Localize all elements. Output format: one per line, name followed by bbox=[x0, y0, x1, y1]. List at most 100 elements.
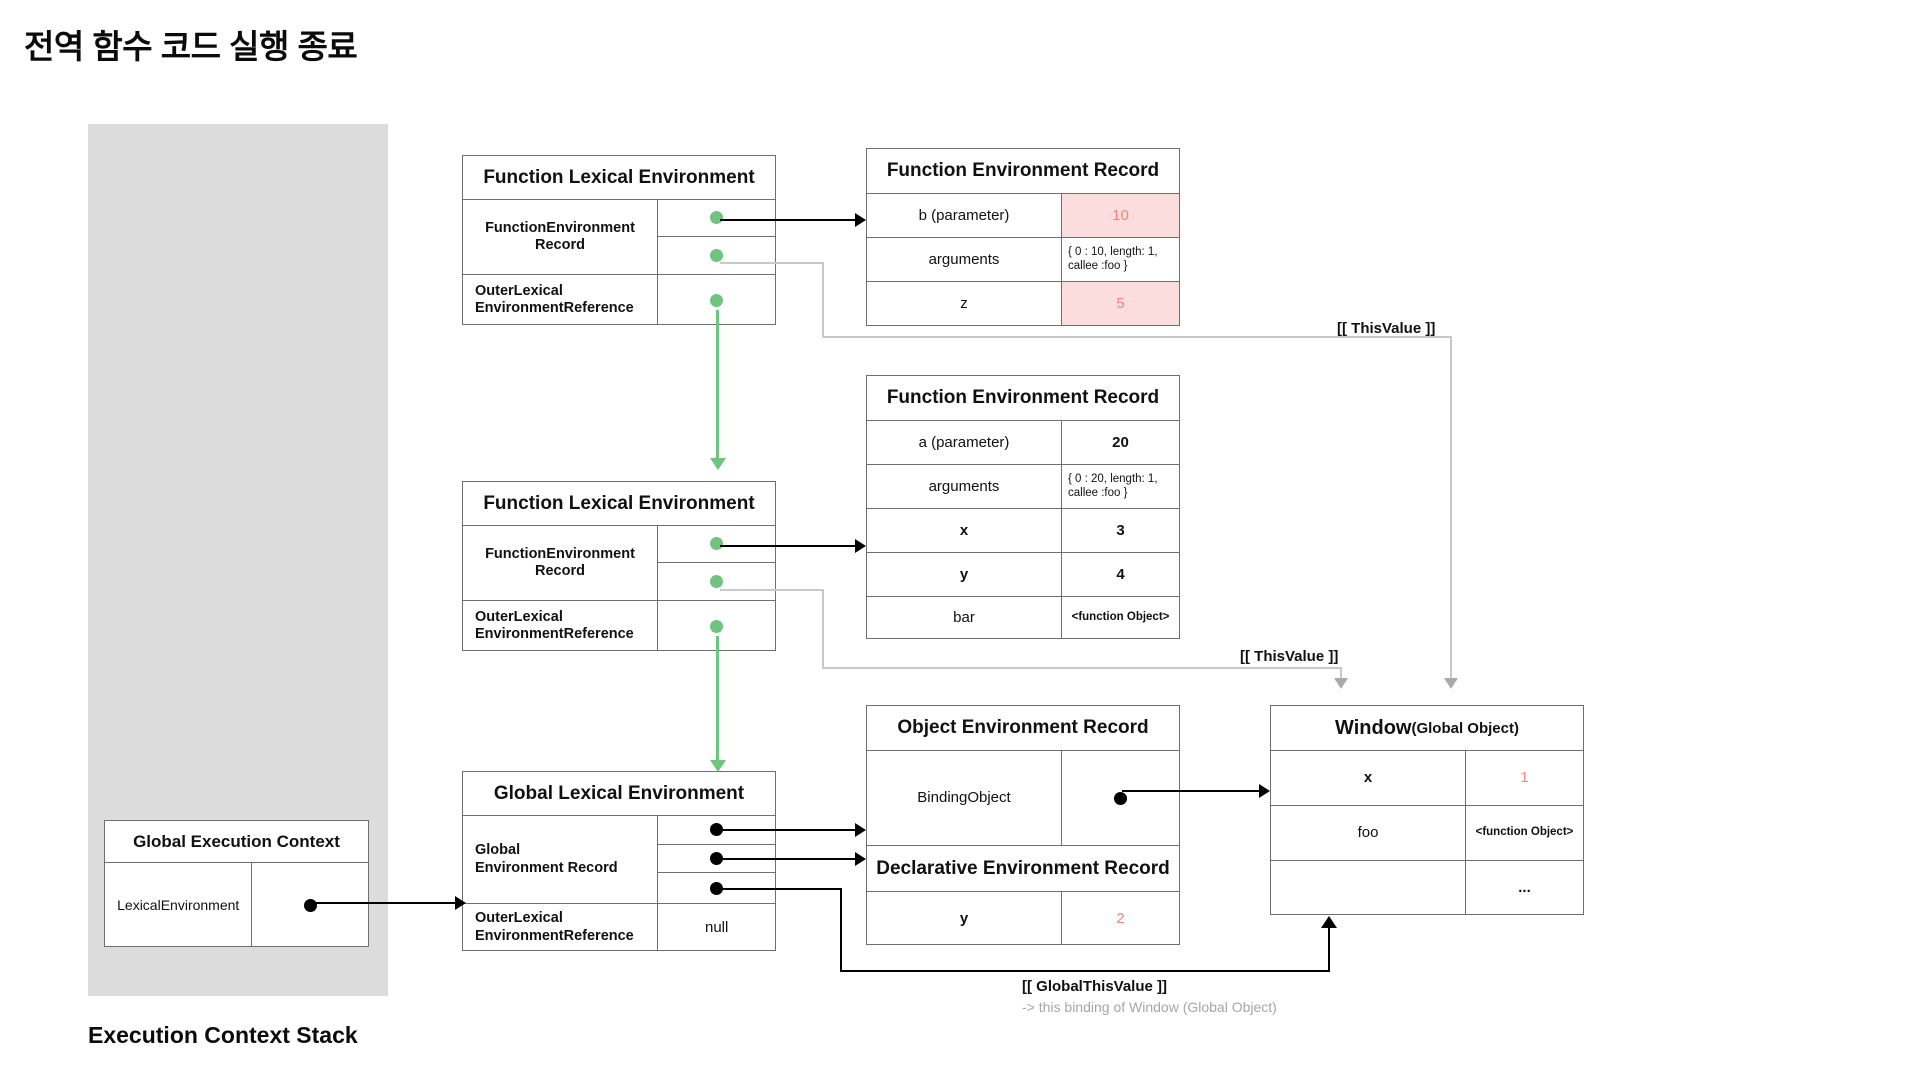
fle1-record-pointer-cell-1[interactable] bbox=[658, 200, 775, 237]
thisvalue-label-top: [[ ThisValue ]] bbox=[1337, 320, 1436, 337]
connector-gle-to-oer bbox=[720, 829, 856, 831]
function-environment-record-1: Function Environment Record b (parameter… bbox=[866, 148, 1180, 326]
window-header: Window(Global Object) bbox=[1271, 706, 1583, 751]
window-key-x: x bbox=[1271, 751, 1466, 805]
pointer-dot-green bbox=[710, 619, 724, 633]
fer1-args-line1: { 0 : 10, length: 1, bbox=[1068, 245, 1158, 258]
fle1-row-label-outer: OuterLexical EnvironmentReference bbox=[463, 275, 659, 325]
connector-gec-to-gle bbox=[310, 902, 456, 904]
pointer-dot-black bbox=[303, 898, 317, 912]
gec-lexicalenvironment-pointer-cell[interactable] bbox=[252, 863, 368, 947]
gle-outer-line2: EnvironmentReference bbox=[475, 927, 634, 944]
der-value-y: 2 bbox=[1116, 909, 1125, 927]
pointer-dot-green bbox=[710, 293, 724, 307]
gle-record-pointer-cell-3[interactable] bbox=[658, 873, 775, 903]
fle1-outer-line2: EnvironmentReference bbox=[475, 300, 634, 316]
fle2-outer-line1: OuterLexical bbox=[475, 608, 563, 625]
gle-header: Global Lexical Environment bbox=[463, 772, 775, 816]
connector-fle1-to-fer1 bbox=[720, 219, 856, 221]
fer2-value-arguments: { 0 : 20, length: 1, callee :foo } bbox=[1062, 465, 1179, 508]
pointer-dot-green bbox=[710, 574, 723, 588]
pointer-dot-green bbox=[710, 537, 723, 551]
globalthisvalue-v2 bbox=[1328, 928, 1330, 972]
der-key-y: y bbox=[867, 892, 1062, 945]
thisvalue-line-1-v2 bbox=[1450, 336, 1452, 679]
connector-gle-to-der bbox=[720, 858, 856, 860]
der-header: Declarative Environment Record bbox=[867, 846, 1179, 892]
arrowhead-fle2-to-fer2 bbox=[855, 539, 866, 553]
fer2-key-x: x bbox=[867, 509, 1062, 552]
globalthisvalue-label: [[ GlobalThisValue ]] bbox=[1022, 978, 1168, 995]
fer2-args-line2: callee :foo } bbox=[1068, 486, 1128, 499]
fer2-args-line1: { 0 : 20, length: 1, bbox=[1068, 472, 1158, 485]
declarative-environment-record: Declarative Environment Record y 2 bbox=[866, 845, 1180, 945]
gle-record-line1: Global bbox=[475, 842, 521, 859]
arrowhead-gle-to-der bbox=[855, 852, 866, 866]
thisvalue-label-mid: [[ ThisValue ]] bbox=[1240, 648, 1339, 665]
pointer-dot-black bbox=[1114, 791, 1127, 805]
connector-oer-to-window bbox=[1122, 790, 1260, 792]
fle1-record-line2: Record bbox=[535, 237, 585, 253]
globalthisvalue-v1 bbox=[840, 888, 842, 972]
outer-ref-green-line-1 bbox=[716, 310, 719, 460]
fle1-outer-pointer-cell[interactable] bbox=[658, 275, 775, 325]
globalthisvalue-h1 bbox=[720, 888, 842, 890]
window-value-ellipsis: ... bbox=[1518, 879, 1531, 896]
fle2-row-label-outer: OuterLexical EnvironmentReference bbox=[463, 601, 659, 651]
fle1-row-label-record: FunctionEnvironment Record bbox=[463, 200, 658, 274]
thisvalue-line-2-h2 bbox=[822, 667, 1342, 669]
thisvalue-line-2-v2 bbox=[1340, 667, 1342, 679]
arrowhead-thisvalue-2 bbox=[1334, 678, 1348, 689]
fer2-key-bar: bar bbox=[867, 597, 1062, 639]
gle-record-pointer-cell-2[interactable] bbox=[658, 845, 775, 874]
gle-row-label-outer: OuterLexical EnvironmentReference bbox=[463, 904, 659, 951]
gle-outer-value-null: null bbox=[705, 918, 729, 936]
fer2-value-x: 3 bbox=[1116, 521, 1125, 539]
window-key-foo: foo bbox=[1271, 806, 1466, 860]
fer2-value-bar: <function Object> bbox=[1071, 611, 1170, 624]
fle2-outer-pointer-cell[interactable] bbox=[658, 601, 775, 651]
fle2-record-pointer-cell-1[interactable] bbox=[658, 526, 775, 563]
arrowhead-outer-ref-2 bbox=[710, 760, 726, 772]
fer2-value-y: 4 bbox=[1116, 565, 1125, 583]
fle1-record-pointer-cell-2[interactable] bbox=[658, 237, 775, 274]
pointer-dot-green bbox=[710, 248, 723, 262]
execution-context-stack-label: Execution Context Stack bbox=[88, 1022, 358, 1048]
fle1-header: Function Lexical Environment bbox=[463, 156, 775, 200]
fer2-key-a: a (parameter) bbox=[867, 421, 1062, 464]
fer2-key-arguments: arguments bbox=[867, 465, 1062, 508]
pointer-dot-green bbox=[710, 211, 723, 225]
gle-record-pointer-cell-1[interactable] bbox=[658, 816, 775, 845]
gle-outer-line1: OuterLexical bbox=[475, 910, 563, 927]
fer2-header: Function Environment Record bbox=[867, 376, 1179, 421]
fer1-args-line2: callee :foo } bbox=[1068, 259, 1128, 272]
thisvalue-line-1-h1 bbox=[720, 262, 824, 264]
gle-record-line2: Environment Record bbox=[475, 859, 618, 876]
window-value-x: 1 bbox=[1520, 769, 1529, 786]
window-key-empty bbox=[1271, 861, 1466, 915]
thisvalue-line-2-h1 bbox=[720, 589, 824, 591]
window-header-sub: (Global Object) bbox=[1411, 719, 1519, 737]
global-lexical-environment: Global Lexical Environment Global Enviro… bbox=[462, 771, 776, 951]
pointer-dot-black bbox=[710, 823, 723, 837]
fer1-header: Function Environment Record bbox=[867, 149, 1179, 194]
oer-header: Object Environment Record bbox=[867, 706, 1179, 751]
fle2-outer-line2: EnvironmentReference bbox=[475, 626, 634, 642]
fer1-value-z: 5 bbox=[1062, 282, 1179, 325]
function-environment-record-2: Function Environment Record a (parameter… bbox=[866, 375, 1180, 639]
oer-bindingobject-pointer-cell[interactable] bbox=[1062, 751, 1179, 845]
arrowhead-fle1-to-fer1 bbox=[855, 213, 866, 227]
global-execution-context: Global Execution Context LexicalEnvironm… bbox=[104, 820, 369, 947]
arrowhead-oer-to-window bbox=[1259, 784, 1270, 798]
object-environment-record: Object Environment Record BindingObject bbox=[866, 705, 1180, 846]
fer1-key-b: b (parameter) bbox=[867, 194, 1062, 237]
pointer-dot-black bbox=[710, 852, 723, 865]
arrowhead-thisvalue-1 bbox=[1444, 678, 1458, 689]
page-title: 전역 함수 코드 실행 종료 bbox=[24, 28, 358, 65]
globalthisvalue-sublabel: -> this binding of Window (Global Object… bbox=[1022, 999, 1277, 1015]
arrowhead-gle-to-oer bbox=[855, 823, 866, 837]
arrowhead-globalthisvalue bbox=[1321, 916, 1337, 928]
fle2-record-pointer-cell-2[interactable] bbox=[658, 563, 775, 600]
thisvalue-line-1-v1 bbox=[822, 262, 824, 337]
